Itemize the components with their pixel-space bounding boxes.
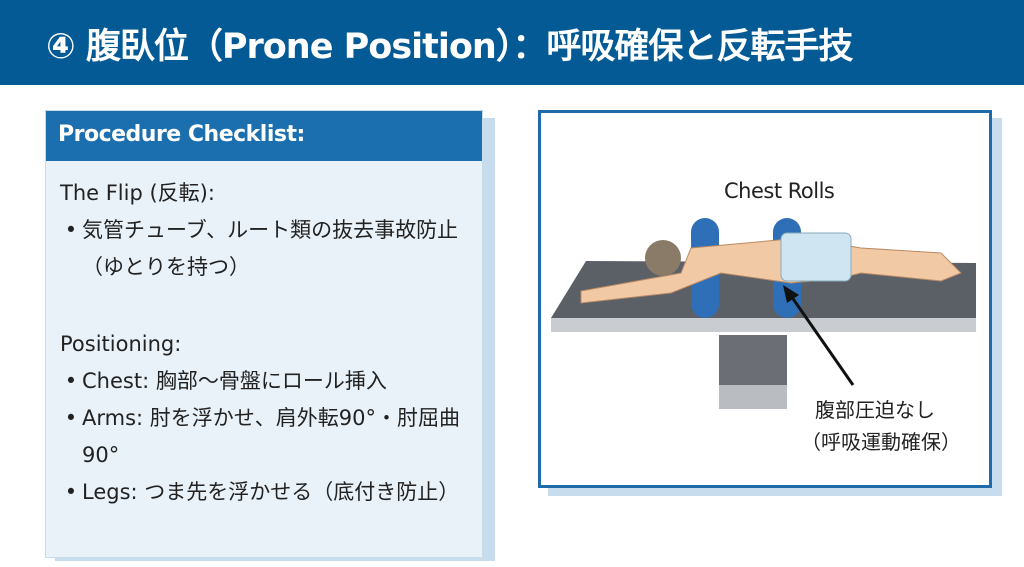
list-item: •Legs: つま先を浮かせる（底付き防止）	[60, 474, 468, 511]
abdomen-label: 腹部圧迫なし （呼吸運動確保）	[801, 394, 961, 458]
arrow-head-icon	[783, 285, 799, 303]
prone-position-illustration	[551, 218, 976, 409]
checklist-heading: Procedure Checklist:	[46, 111, 482, 161]
section-title-positioning: Positioning:	[60, 332, 182, 356]
patient-shorts	[780, 232, 852, 282]
list-item-text: Chest: 胸部〜骨盤にロール挿入	[82, 369, 387, 393]
list-item-text: Arms: 肘を浮かせ、肩外転90°・肘屈曲90°	[82, 406, 460, 467]
arrow-line	[787, 292, 855, 386]
patient-body	[580, 237, 962, 304]
table-pedestal	[719, 385, 787, 409]
table-top	[551, 261, 976, 323]
section-title-flip: The Flip (反転):	[60, 181, 215, 205]
list-item: •Chest: 胸部〜骨盤にロール挿入	[60, 363, 468, 400]
procedure-checklist-card: Procedure Checklist: The Flip (反転): •気管チ…	[45, 110, 483, 558]
chest-rolls-label: Chest Rolls	[724, 179, 835, 203]
list-item: •Arms: 肘を浮かせ、肩外転90°・肘屈曲90°	[60, 400, 468, 474]
abdomen-label-line2: （呼吸運動確保）	[801, 430, 961, 454]
abdomen-label-line1: 腹部圧迫なし	[815, 398, 935, 422]
list-item: •気管チューブ、ルート類の抜去事故防止（ゆとりを持つ）	[60, 212, 468, 286]
table-column	[719, 335, 787, 385]
list-item-text: Legs: つま先を浮かせる（底付き防止）	[82, 480, 460, 504]
table-rail	[551, 318, 976, 332]
patient-head	[645, 240, 681, 276]
illustration-panel: Chest Rolls 腹部圧迫なし （呼吸運動確保）	[538, 110, 992, 488]
slide-header: ④ 腹臥位（Prone Position）：呼吸確保と反転手技	[0, 0, 1024, 85]
slide-title: ④ 腹臥位（Prone Position）：呼吸確保と反転手技	[46, 27, 853, 67]
list-item-text: 気管チューブ、ルート類の抜去事故防止（ゆとりを持つ）	[82, 218, 459, 279]
